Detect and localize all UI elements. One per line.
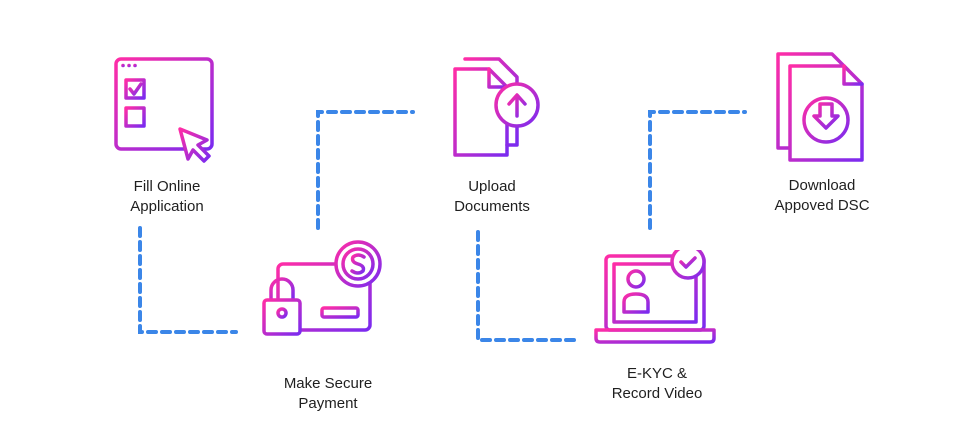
step-label: Fill Online Application	[72, 177, 262, 217]
step-label-line2: Payment	[298, 395, 358, 412]
secure-payment-icon	[262, 240, 382, 336]
connector-upload-to-ekyc	[476, 230, 578, 342]
step-label-line1: Download	[788, 177, 856, 194]
step-download-approved-dsc: Download Appoved DSC	[727, 48, 917, 216]
connector-pay-to-upload	[316, 110, 415, 230]
step-label-line2: Documents	[454, 198, 530, 215]
step-label: Make Secure Payment	[233, 374, 423, 414]
step-label: Download Appoved DSC	[727, 176, 917, 216]
upload-documents-icon	[453, 57, 540, 157]
step-label-line2: Record Video	[611, 385, 703, 402]
step-label: E-KYC & Record Video	[562, 364, 752, 404]
download-document-icon	[776, 52, 864, 162]
step-label-line2: Appoved DSC	[774, 197, 870, 214]
connector-ekyc-to-download	[648, 110, 747, 230]
ekyc-laptop-icon	[594, 250, 716, 344]
step-label: Upload Documents	[397, 177, 587, 217]
step-ekyc-record-video: E-KYC & Record Video	[562, 250, 752, 404]
step-upload-documents: Upload Documents	[397, 55, 587, 217]
step-label-line2: Application	[130, 198, 204, 215]
step-label-line1: E-KYC &	[626, 365, 687, 382]
step-label-line1: Upload	[468, 178, 516, 195]
step-make-secure-payment: Make Secure Payment	[233, 238, 423, 414]
connector-fill-to-pay	[138, 226, 238, 334]
step-fill-online-application: Fill Online Application	[72, 55, 262, 217]
step-label-line1: Make Secure	[283, 375, 373, 392]
online-form-icon	[114, 57, 214, 163]
step-label-line1: Fill Online	[133, 178, 201, 195]
